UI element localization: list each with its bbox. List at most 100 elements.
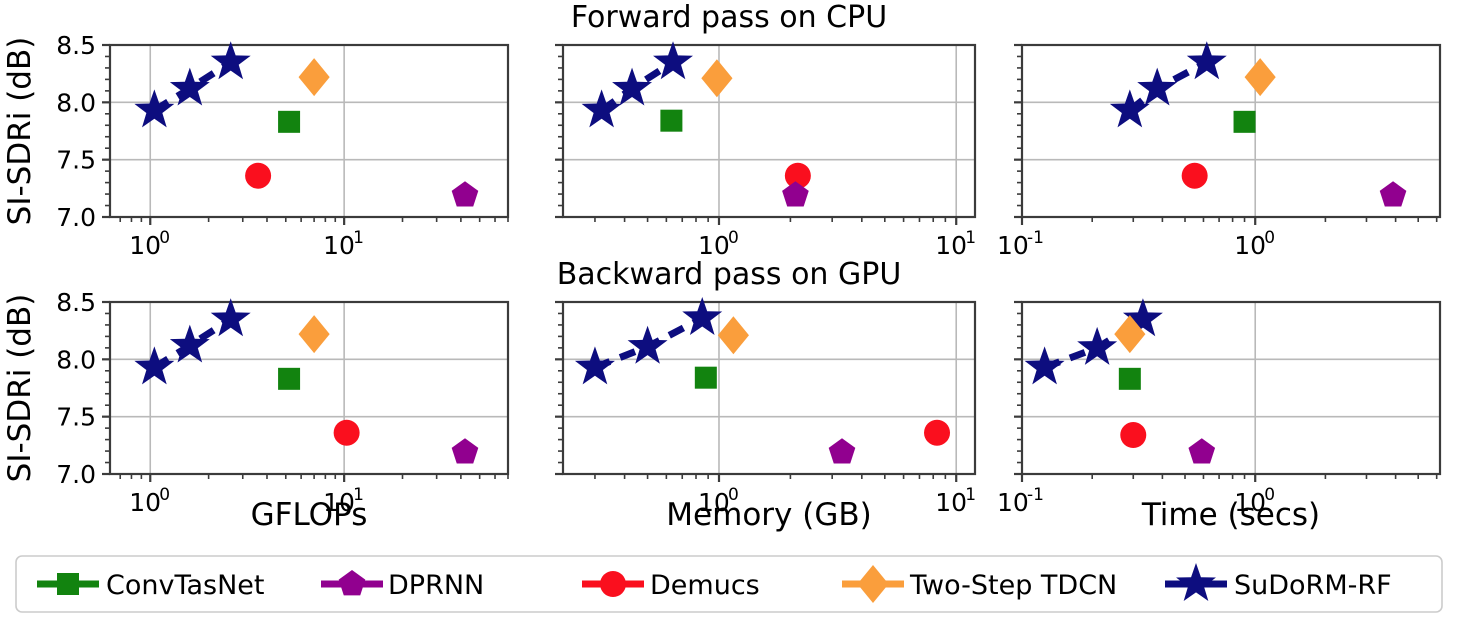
legend-label: DPRNN	[388, 570, 484, 601]
legend-label: ConvTasNet	[106, 570, 265, 601]
pentagon-marker	[451, 438, 479, 464]
panel-top-middle: 100 101	[555, 41, 977, 260]
pentagon-marker	[782, 181, 809, 207]
series-dprnn	[1379, 181, 1407, 207]
star-marker	[1024, 346, 1065, 385]
star-marker	[210, 41, 251, 80]
tick-base: 10	[698, 231, 730, 260]
ytick-label: 8.0	[56, 345, 96, 374]
legend-item-convtasnet[interactable]: ConvTasNet	[37, 570, 265, 601]
tick-exponent: -1	[1027, 485, 1044, 505]
series-dprnn	[782, 181, 809, 207]
pentagon-marker	[828, 438, 856, 464]
circle-marker	[784, 162, 811, 189]
series-two-step-tdcn	[298, 315, 330, 354]
ytick-label: 7.5	[56, 403, 96, 432]
series-convtasnet	[660, 109, 683, 132]
tick-exponent: 0	[159, 485, 170, 505]
row-title-bottom: Backward pass on GPU	[557, 257, 902, 292]
legend-item-dprnn[interactable]: DPRNN	[321, 570, 484, 601]
series-sudorm-rf	[134, 41, 251, 128]
circle-marker	[1181, 162, 1208, 189]
xtick-label: 100	[698, 485, 739, 517]
star-marker	[134, 89, 175, 128]
ytick-label: 7.0	[56, 460, 96, 489]
tick-exponent: 0	[1264, 228, 1275, 248]
panel-spines	[561, 43, 977, 219]
panel-spines	[108, 300, 510, 476]
series-dprnn	[451, 181, 479, 207]
tick-base: 10	[997, 231, 1029, 260]
diamond-marker	[701, 59, 733, 98]
pentagon-marker	[1379, 181, 1407, 207]
square-marker	[1118, 367, 1141, 390]
xtick-label: 100	[129, 228, 170, 260]
star-marker	[653, 41, 693, 80]
circle-marker	[1120, 422, 1147, 449]
legend-circle-marker	[600, 571, 626, 597]
star-marker	[682, 297, 723, 336]
tick-exponent: 0	[728, 228, 739, 248]
star-marker	[169, 324, 210, 363]
star-marker	[134, 346, 175, 385]
xlabel-gflops: GFLOPs	[251, 497, 368, 533]
xlabel-memory-gb-: Memory (GB)	[666, 497, 871, 533]
star-marker	[1077, 326, 1118, 365]
pentagon-marker	[451, 181, 479, 207]
series-demucs	[333, 419, 360, 446]
series-two-step-tdcn	[717, 316, 749, 355]
star-marker	[210, 298, 251, 337]
legend-diamond-marker	[857, 565, 889, 603]
series-convtasnet	[1118, 367, 1141, 390]
star-marker	[612, 67, 653, 106]
diamond-marker	[1244, 58, 1276, 97]
xlabel-time-secs-: Time (secs)	[1141, 497, 1320, 533]
legend-star-marker	[1176, 563, 1216, 601]
circle-marker	[333, 419, 360, 446]
series-demucs	[784, 162, 811, 189]
ytick-label: 8.0	[56, 88, 96, 117]
ytick-label: 7.5	[56, 146, 96, 175]
series-dprnn	[828, 438, 856, 464]
series-sudorm-rf	[581, 41, 693, 128]
panel-bottom-left: 100 101 7.0 7.5 8.0 8.5	[56, 288, 510, 517]
panel-spines	[1020, 43, 1442, 219]
panel-spines	[108, 43, 510, 219]
tick-exponent: 1	[965, 485, 976, 505]
tick-base: 10	[129, 231, 161, 260]
panel-background	[1022, 302, 1440, 474]
star-marker	[581, 89, 622, 128]
tick-base: 10	[935, 488, 967, 517]
tick-exponent: -1	[1027, 228, 1044, 248]
series-convtasnet	[1233, 110, 1256, 133]
series-two-step-tdcn	[1244, 58, 1276, 97]
legend-item-demucs[interactable]: Demucs	[582, 570, 760, 601]
xtick-label: 101	[323, 485, 364, 517]
tick-base: 10	[698, 488, 730, 517]
series-demucs	[245, 162, 272, 189]
circle-marker	[245, 162, 272, 189]
tick-base: 10	[997, 488, 1029, 517]
series-sudorm-rf	[1024, 298, 1163, 385]
star-marker	[574, 346, 615, 385]
xtick-label: 100	[129, 485, 170, 517]
xtick-label: 100	[1234, 228, 1275, 260]
legend-item-two-step-tdcn[interactable]: Two-Step TDCN	[842, 565, 1117, 603]
tick-base: 10	[1234, 231, 1266, 260]
series-two-step-tdcn	[1114, 315, 1146, 354]
star-marker	[1109, 89, 1150, 128]
xtick-label: 101	[935, 228, 976, 260]
circle-marker	[924, 419, 951, 446]
series-sudorm-rf	[1109, 41, 1227, 128]
legend-item-sudorm-rf[interactable]: SuDoRM-RF	[1165, 563, 1392, 601]
tick-base: 10	[1234, 488, 1266, 517]
legend-label: SuDoRM-RF	[1234, 570, 1392, 601]
ytick-label: 8.5	[56, 288, 96, 317]
row-title-top: Forward pass on CPU	[571, 0, 887, 35]
series-sudorm-rf	[134, 298, 251, 385]
star-marker	[1186, 41, 1227, 80]
square-marker	[278, 110, 301, 133]
